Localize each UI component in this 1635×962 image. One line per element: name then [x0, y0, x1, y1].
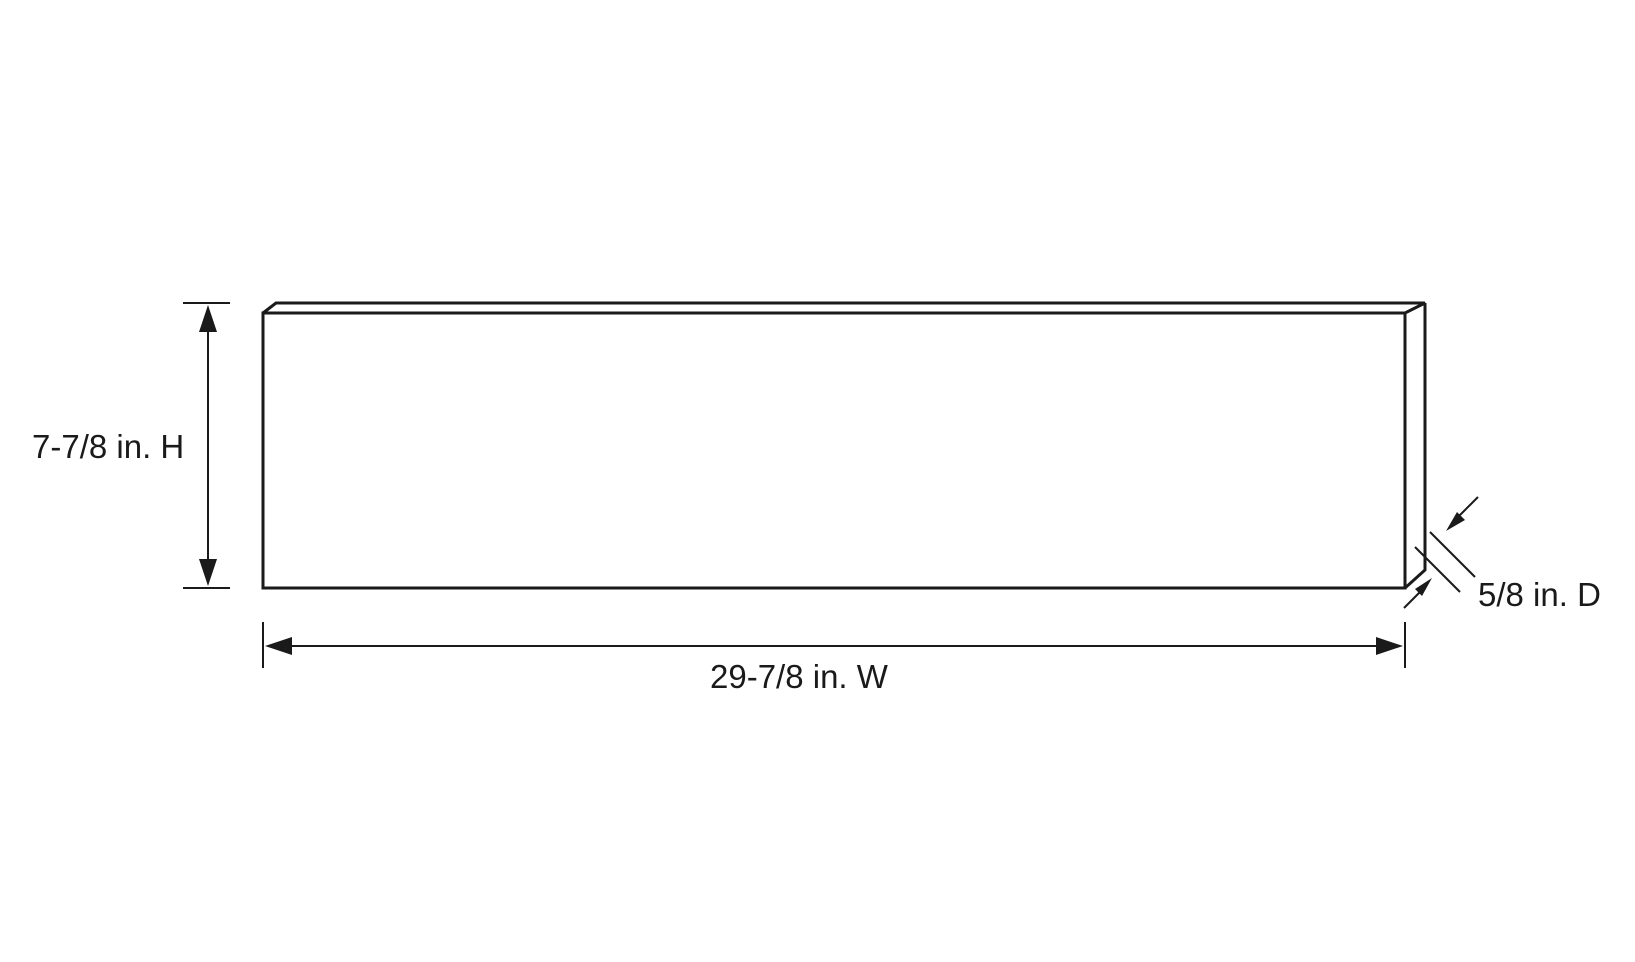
height-label: 7-7/8 in. H [32, 428, 184, 465]
width-label: 29-7/8 in. W [710, 658, 889, 695]
width-arrow-left [265, 637, 292, 655]
height-arrow-up [199, 305, 217, 332]
height-dimension: 7-7/8 in. H [32, 302, 230, 589]
width-dimension: 29-7/8 in. W [262, 622, 1406, 695]
height-arrow-down [199, 559, 217, 586]
panel-side-edge [1403, 303, 1427, 590]
panel-drawing [261, 301, 1427, 590]
depth-dimension: 5/8 in. D [1403, 496, 1601, 613]
panel-top-edge [262, 301, 1426, 315]
depth-extension-inner [1414, 546, 1461, 593]
panel-front-face [261, 311, 1407, 590]
depth-label: 5/8 in. D [1478, 576, 1601, 613]
width-arrow-right [1376, 637, 1403, 655]
depth-arrow-top [1446, 512, 1465, 531]
depth-extension-outer [1429, 531, 1476, 578]
depth-arrow-bottom [1415, 578, 1432, 596]
